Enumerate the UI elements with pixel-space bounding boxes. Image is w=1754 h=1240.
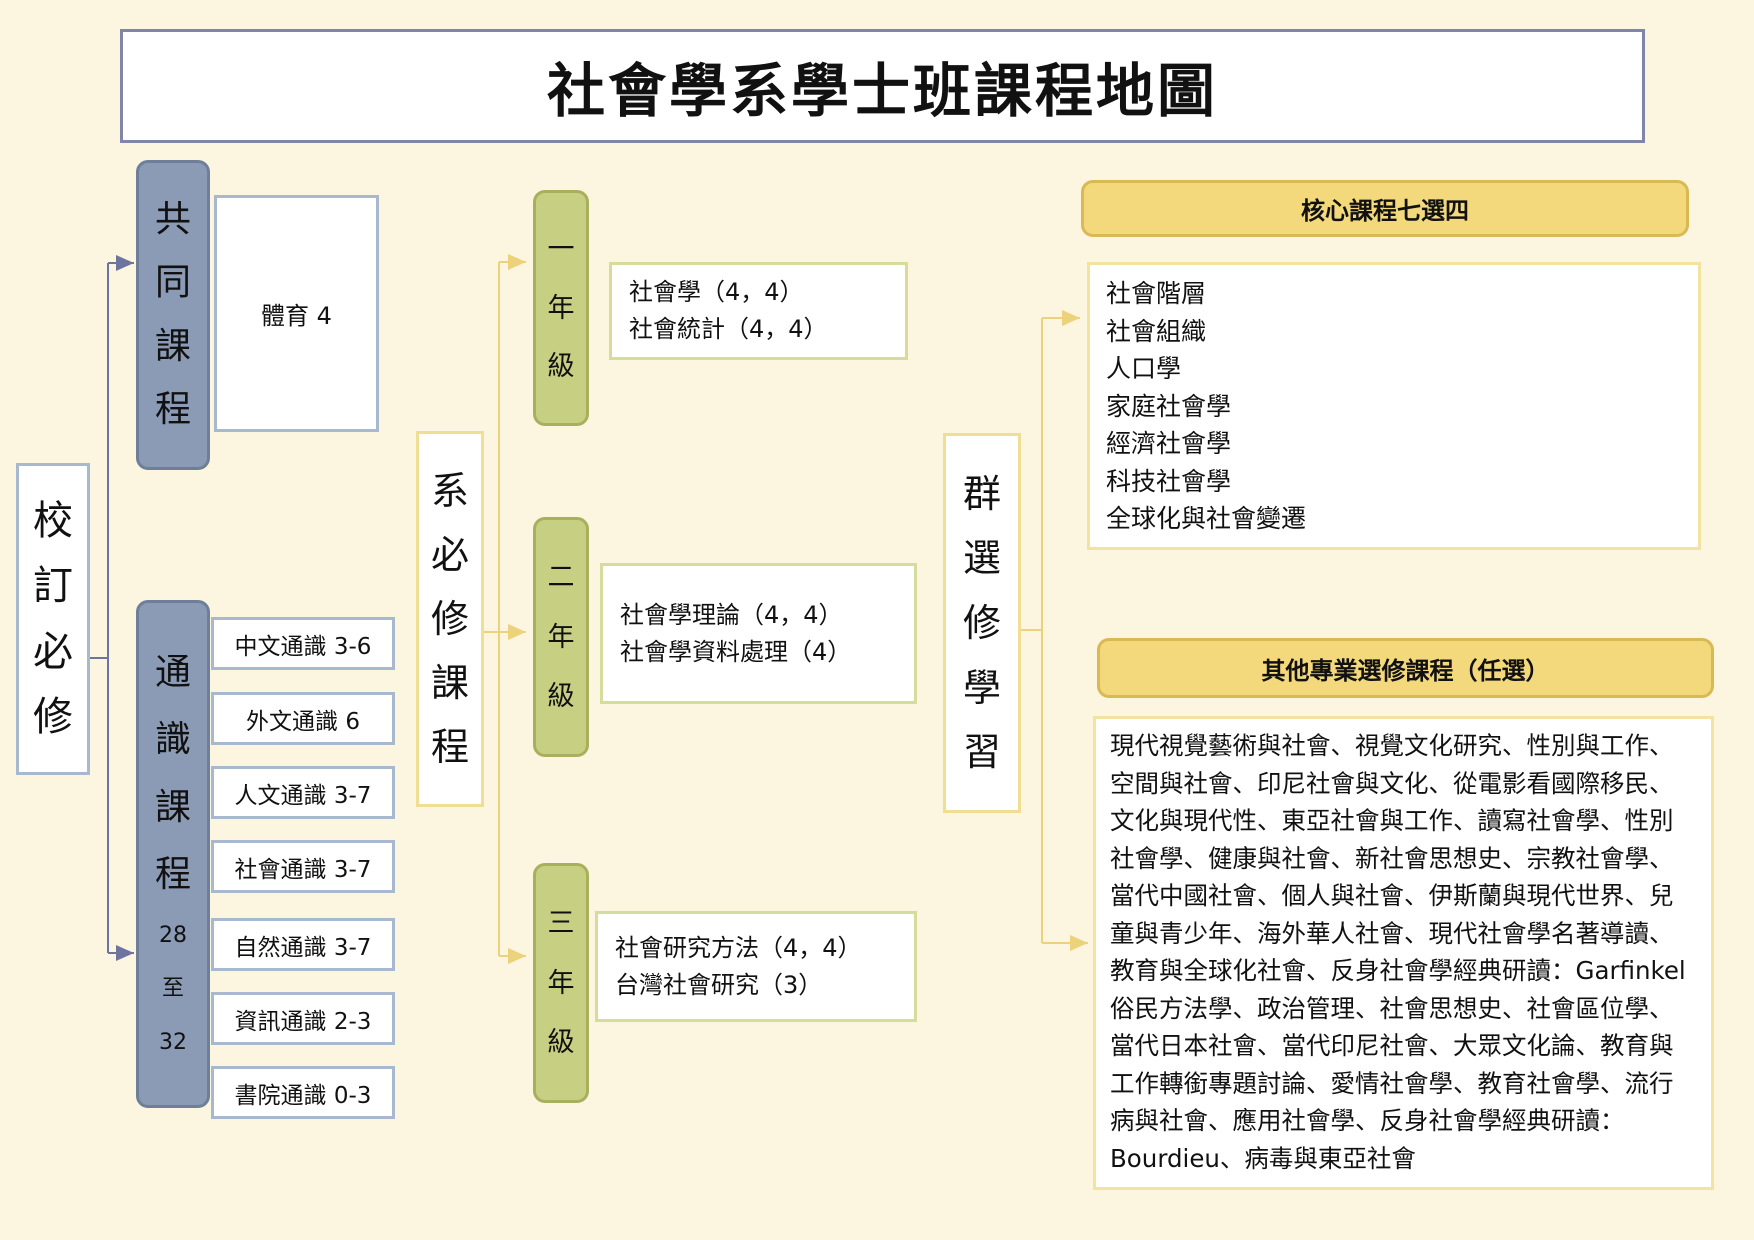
general-item-label: 自然通識 3-7 — [234, 934, 372, 961]
dept-connector — [484, 254, 526, 964]
general-item-label: 社會通識 3-7 — [234, 856, 372, 883]
text-line: 文化與現代性、東亞社會與工作、讀寫社會學、性別 — [1110, 806, 1674, 835]
core-course-header-label: 核心課程七選四 — [1301, 197, 1469, 225]
general-item-information: 資訊通識 2-3 — [211, 992, 395, 1045]
dept-required-char: 課 — [430, 661, 469, 705]
year-1-char: 年 — [547, 292, 575, 324]
general-credits-char: 至 — [161, 976, 184, 1001]
general-item-label: 外文通識 6 — [246, 708, 360, 735]
group-elective-char: 修 — [962, 600, 1001, 645]
text-line: 俗民方法學、政治管理、社會思想史、社會區位學、 — [1110, 993, 1674, 1023]
pe-course-box: 體育 4 — [214, 195, 379, 432]
dept-required-char: 程 — [430, 725, 469, 769]
text-line: Bourdieu、病毒與東亞社會 — [1110, 1143, 1416, 1173]
general-item-chinese: 中文通識 3-6 — [211, 617, 395, 670]
year-1-char: 一 — [547, 234, 575, 266]
course-item: 社會學資料處理（4） — [620, 637, 852, 666]
text-line: 童與青少年、海外華人社會、現代社會學名著導讀、 — [1110, 918, 1674, 948]
general-item-social: 社會通識 3-7 — [211, 840, 395, 893]
school-required-char: 修 — [33, 693, 73, 740]
general-item-foreign: 外文通識 6 — [211, 692, 395, 745]
text-line: 教育與全球化社會、反身社會學經典研讀：Garfinkel — [1110, 956, 1686, 985]
text-line: 當代中國社會、個人與社會、伊斯蘭與現代世界、兒 — [1110, 881, 1674, 910]
course-item: 社會研究方法（4，4） — [615, 933, 862, 962]
course-item: 社會統計（4，4） — [629, 315, 828, 343]
dept-required-char: 系 — [430, 469, 469, 513]
list-item: 人口學 — [1106, 354, 1182, 383]
common-course-char: 共 — [154, 199, 191, 241]
other-course-header: 其他專業選修課程（任選） — [1097, 638, 1714, 698]
course-item: 社會學理論（4，4） — [620, 600, 843, 629]
year-3-courses: 社會研究方法（4，4） 台灣社會研究（3） — [595, 911, 917, 1022]
group-elective-char: 習 — [962, 730, 1001, 775]
general-item-label: 中文通識 3-6 — [234, 633, 372, 660]
year-1-char: 級 — [547, 350, 575, 382]
text-line: 病與社會、應用社會學、反身社會學經典研讀： — [1110, 1106, 1625, 1135]
dept-required-char: 修 — [430, 597, 469, 641]
list-item: 經濟社會學 — [1106, 429, 1232, 458]
other-course-list: 現代視覺藝術與社會、視覺文化研究、性別與工作、 空間與社會、印尼社會與文化、從電… — [1093, 716, 1714, 1190]
general-item-humanities: 人文通識 3-7 — [211, 766, 395, 819]
year-3-char: 年 — [547, 967, 575, 999]
general-credits-char: 28 — [159, 922, 187, 948]
text-line: 工作轉銜專題討論、愛情社會學、教育社會學、流行 — [1110, 1068, 1674, 1098]
school-required-char: 必 — [33, 628, 73, 675]
general-item-college: 書院通識 0-3 — [211, 1066, 395, 1119]
general-course-box: 通 識 課 程 28 至 32 — [136, 600, 210, 1108]
general-course-char: 程 — [154, 854, 191, 895]
general-course-char: 識 — [154, 719, 191, 760]
common-course-char: 同 — [154, 262, 191, 304]
year-2-char: 級 — [547, 680, 575, 712]
list-item: 全球化與社會變遷 — [1106, 504, 1307, 533]
year-1-courses: 社會學（4，4） 社會統計（4，4） — [609, 262, 908, 360]
list-item: 科技社會學 — [1106, 466, 1232, 496]
text-line: 空間與社會、印尼社會與文化、從電影看國際移民、 — [1110, 768, 1674, 798]
course-item: 台灣社會研究（3） — [615, 970, 823, 999]
year-2-box: 二 年 級 — [533, 517, 589, 757]
group-elective-char: 學 — [962, 665, 1001, 710]
list-item: 家庭社會學 — [1106, 391, 1232, 421]
year-3-char: 級 — [547, 1026, 575, 1058]
pe-course-label: 體育 4 — [261, 302, 332, 330]
general-credits-char: 32 — [159, 1029, 187, 1055]
common-course-char: 程 — [154, 388, 191, 430]
general-course-char: 通 — [154, 651, 191, 693]
text-line: 當代日本社會、當代印尼社會、大眾文化論、教育與 — [1110, 1031, 1674, 1060]
year-2-char: 二 — [547, 562, 575, 594]
general-item-label: 人文通識 3-7 — [234, 782, 372, 809]
list-item: 社會階層 — [1106, 279, 1207, 308]
title-box: 社會學系學士班課程地圖 — [120, 29, 1645, 143]
group-elective-box: 群 選 修 學 習 — [943, 433, 1021, 813]
general-course-char: 課 — [154, 786, 191, 828]
text-line: 社會學、健康與社會、新社會思想史、宗教社會學、 — [1110, 843, 1674, 873]
course-item: 社會學（4，4） — [629, 278, 804, 306]
group-elective-char: 群 — [962, 471, 1001, 516]
school-connector — [90, 255, 134, 961]
core-course-list: 社會階層 社會組織 人口學 家庭社會學 經濟社會學 科技社會學 全球化與社會變遷 — [1087, 262, 1701, 550]
text-line: 現代視覺藝術與社會、視覺文化研究、性別與工作、 — [1110, 731, 1674, 760]
dept-required-char: 必 — [430, 533, 469, 577]
general-item-label: 書院通識 0-3 — [234, 1082, 372, 1109]
year-2-char: 年 — [547, 621, 575, 653]
year-3-box: 三 年 級 — [533, 863, 589, 1103]
group-elective-char: 選 — [962, 536, 1001, 581]
school-required-box: 校 訂 必 修 — [16, 463, 90, 775]
school-required-char: 訂 — [33, 563, 73, 610]
year-1-box: 一 年 級 — [533, 190, 589, 426]
general-item-natural: 自然通識 3-7 — [211, 918, 395, 971]
common-course-box: 共 同 課 程 — [136, 160, 210, 470]
core-course-header: 核心課程七選四 — [1081, 180, 1689, 237]
other-course-header-label: 其他專業選修課程（任選） — [1261, 656, 1550, 685]
common-course-char: 課 — [154, 325, 191, 367]
school-required-char: 校 — [33, 498, 73, 545]
page-title: 社會學系學士班課程地圖 — [546, 57, 1218, 125]
list-item: 社會組織 — [1106, 316, 1207, 346]
year-2-courses: 社會學理論（4，4） 社會學資料處理（4） — [600, 563, 917, 704]
general-item-label: 資訊通識 2-3 — [234, 1008, 372, 1035]
group-connector — [1020, 310, 1088, 951]
year-3-char: 三 — [547, 908, 575, 940]
dept-required-box: 系 必 修 課 程 — [416, 431, 484, 807]
